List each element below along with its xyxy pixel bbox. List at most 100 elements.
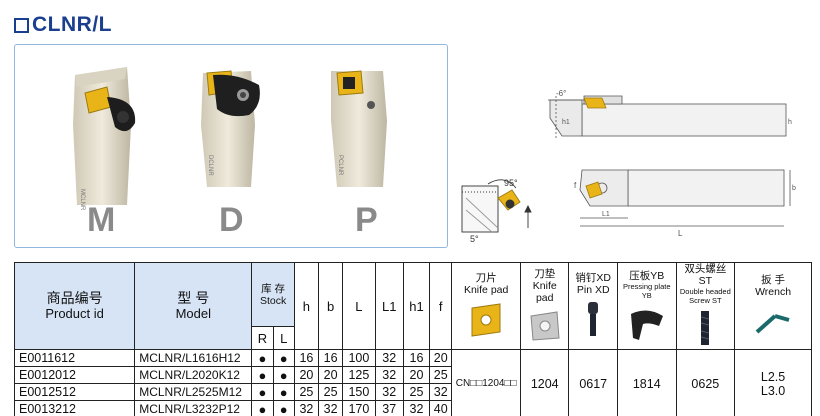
pin-header: 销钉XD Pin XD: [568, 262, 618, 350]
knife-insert-header: 刀片 Knife pad: [451, 262, 521, 350]
pressing-plate-header: 压板YB Pressing plate YB: [616, 262, 677, 350]
side-view: [548, 95, 787, 140]
L-label: L: [678, 229, 683, 238]
variant-letter-p: P: [355, 201, 378, 239]
f-cell: 40: [429, 400, 453, 416]
technical-drawing: -6° h1 h f b L1 L 95° 5°: [461, 89, 796, 244]
wrench-size-1: L2.5: [760, 369, 786, 384]
wrench-image: [755, 314, 790, 334]
svg-text:DCLNR: DCLNR: [207, 155, 213, 176]
tool-holder-p-photo: PCLNR: [321, 65, 401, 235]
screw-image: [701, 311, 710, 345]
h-cell: 20: [293, 366, 320, 384]
L1-cell: 32: [374, 383, 404, 401]
insert-code-cell: CN□□1204□□: [451, 349, 521, 416]
model-cell: MCLNR/L2020K12: [134, 366, 253, 384]
product-id-cell: E0012512: [13, 383, 136, 401]
L1-label: L1: [602, 211, 610, 218]
b-cell: 25: [318, 383, 344, 401]
table-row: E0012012 MCLNR/L2020K12 ● ● 20 20 125 32…: [13, 366, 812, 384]
table-row: E0013212 MCLNR/L3232P12 ● ● 32 32 170 37…: [13, 400, 812, 416]
title-text: CLNR/L: [32, 13, 112, 36]
product-id-cell: E0013212: [13, 400, 136, 416]
wrench-size-2: L3.0: [760, 383, 786, 398]
tool-holder-m-photo: MCLNR: [67, 65, 147, 235]
pressing-plate-image: [630, 310, 663, 340]
stock-l-cell: ●: [272, 349, 295, 367]
tool-holder-d-photo: DCLNR: [193, 65, 273, 235]
angle-top-label: -6°: [556, 89, 566, 98]
product-id-header: 商品编号 Product id: [13, 262, 136, 350]
stock-l-cell: ●: [272, 400, 295, 416]
stock-l-cell: ●: [272, 383, 295, 401]
dim-L1-header: L1: [374, 262, 404, 350]
stock-r-header: R: [251, 326, 274, 350]
product-id-cell: E0011612: [13, 349, 136, 367]
L-cell: 100: [342, 349, 376, 367]
stock-r-cell: ●: [251, 366, 274, 384]
b-cell: 16: [318, 349, 344, 367]
h-cell: 32: [293, 400, 320, 416]
stock-l-header: L: [272, 326, 295, 350]
f-label: f: [574, 181, 577, 190]
pin-code-cell: 0617: [568, 349, 618, 416]
table-row: E0012512 MCLNR/L2525M12 ● ● 25 25 150 32…: [13, 383, 812, 401]
L1-cell: 37: [374, 400, 404, 416]
h1-cell: 25: [402, 383, 431, 401]
dim-h1-header: h1: [402, 262, 431, 350]
angle-small-label: 5°: [470, 234, 479, 244]
b-label: b: [792, 185, 796, 192]
variant-letter-m: M: [87, 201, 116, 239]
h-label: h: [788, 119, 792, 126]
model-cell: MCLNR/L2525M12: [134, 383, 253, 401]
L-cell: 125: [342, 366, 376, 384]
model-header: 型 号 Model: [134, 262, 253, 350]
model-cell: MCLNR/L1616H12: [134, 349, 253, 367]
f-cell: 25: [429, 366, 453, 384]
angle-detail: [461, 179, 532, 233]
page-title: CLNR/L: [14, 13, 112, 37]
top-view: [579, 169, 791, 227]
knife-pad-header: 刀垫 Knife pad: [519, 262, 570, 350]
svg-text:MCLNR: MCLNR: [79, 189, 85, 211]
stock-r-cell: ●: [251, 349, 274, 367]
stock-header: 库 存 Stock: [251, 261, 295, 328]
wrench-code-cell: L2.5 L3.0: [734, 349, 812, 416]
plate-code-cell: 1814: [616, 349, 677, 416]
pad-image: [530, 311, 560, 341]
h-cell: 25: [293, 383, 320, 401]
pad-code-cell: 1204: [519, 349, 570, 416]
table-row: E0011612 MCLNR/L1616H12 ● ● 16 16 100 32…: [13, 349, 812, 416]
h1-cell: 32: [402, 400, 431, 416]
svg-text:PCLNR: PCLNR: [337, 155, 343, 176]
screw-header: 双头螺丝ST Double headed Screw ST: [675, 262, 736, 350]
dim-b-header: b: [318, 262, 344, 350]
screw-code-cell: 0625: [675, 349, 736, 416]
h-cell: 16: [293, 349, 320, 367]
checkbox-square-icon: [14, 17, 29, 33]
dim-f-header: f: [429, 262, 453, 350]
angle-side-label: 95°: [504, 178, 518, 188]
dim-h-header: h: [293, 262, 320, 350]
f-cell: 20: [429, 349, 453, 367]
dim-L-header: L: [342, 262, 376, 350]
variant-letter-d: D: [219, 201, 244, 239]
stock-r-cell: ●: [251, 400, 274, 416]
wrench-header: 扳 手 Wrench: [734, 262, 812, 350]
h1-cell: 16: [402, 349, 431, 367]
L1-cell: 32: [374, 366, 404, 384]
product-id-cell: E0012012: [13, 366, 136, 384]
b-cell: 32: [318, 400, 344, 416]
spec-table: 商品编号 Product id 型 号 Model 库 存 Stock h b …: [13, 261, 812, 416]
b-cell: 20: [318, 366, 344, 384]
h1-cell: 20: [402, 366, 431, 384]
stock-l-cell: ●: [272, 366, 295, 384]
product-photo-panel: MCLNR M DCLNR D PCLNR P: [14, 44, 448, 248]
h1-label: h1: [562, 119, 570, 126]
stock-r-cell: ●: [251, 383, 274, 401]
L1-cell: 32: [374, 349, 404, 367]
model-cell: MCLNR/L3232P12: [134, 400, 253, 416]
f-cell: 32: [429, 383, 453, 401]
insert-image: [471, 303, 501, 337]
L-cell: 170: [342, 400, 376, 416]
